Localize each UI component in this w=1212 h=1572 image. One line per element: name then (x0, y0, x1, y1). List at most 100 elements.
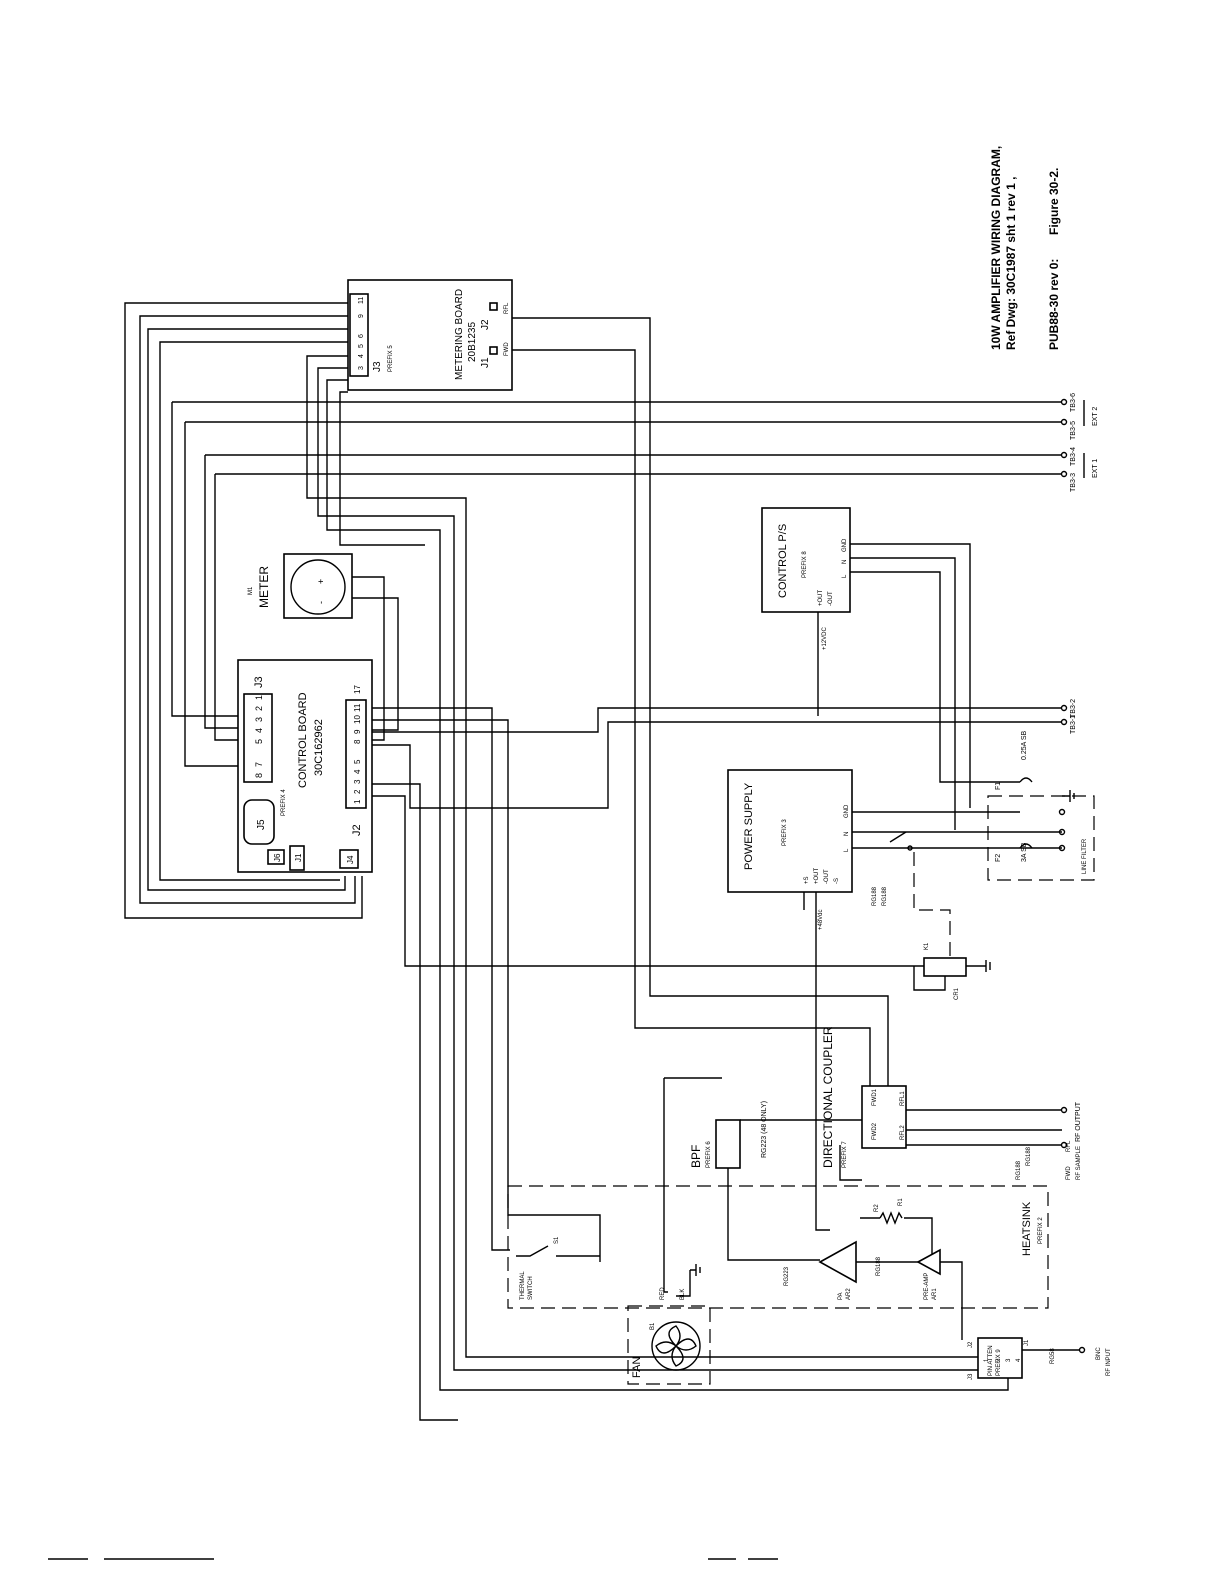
control-j5-connector (243, 799, 275, 845)
tb3-3-terminal (1060, 470, 1068, 478)
metering-pin-3: 3 (358, 366, 365, 370)
cb-j5-label: J5 (256, 819, 267, 830)
rf-sample-label: RF SAMPLE (1076, 1146, 1082, 1180)
heatsink-rg223: RG223 (784, 1266, 790, 1286)
pin-atten-j1: J1 (1024, 1339, 1030, 1346)
tb3-2-label: TB3-2 (1070, 699, 1077, 718)
fuse-f1-label: F1 (995, 782, 1002, 790)
fan-red-wire: RED (660, 1287, 666, 1300)
bpf: BPF PREFIX 6 (689, 1119, 741, 1169)
metering-fwd-terminal (489, 346, 498, 355)
control-j6-connector (267, 849, 285, 865)
cb-j3-label: J3 (253, 676, 265, 688)
control-ps-n: N (842, 560, 848, 564)
coupler-fwd1: FWD1 (872, 1088, 878, 1106)
pin-atten-bnc: BNC (1096, 1347, 1102, 1360)
cb-j2-pin-11: 11 (353, 703, 362, 712)
title-line-1: 10W AMPLIFIER WIRING DIAGRAM, (989, 146, 1003, 350)
cb-j3-pin-1: 1 (254, 695, 264, 700)
pin-atten-body (977, 1337, 1023, 1379)
pin-atten-pin-2: 2 (996, 1358, 1002, 1362)
rf-input-terminal (1078, 1346, 1086, 1354)
control-j1-connector (289, 845, 305, 871)
tb3-5-label: TB3-5 (1070, 421, 1077, 440)
metering-board-outline (347, 279, 513, 391)
cb-j3-pin-8: 8 (254, 773, 264, 778)
rfl-sample-label: RFL (1066, 1140, 1072, 1152)
rf-output-terminal (1060, 1106, 1068, 1114)
ext-2-label: EXT 2 (1092, 407, 1099, 426)
power-supply-l: L (844, 848, 850, 852)
tb3-3-label: TB3-3 (1070, 473, 1077, 492)
cb-j2-pin-1: 1 (353, 799, 362, 804)
bpf-prefix: PREFIX 6 (706, 1141, 712, 1168)
fan: FAN B1 (631, 1321, 701, 1378)
coupler-rg223-note: RG223 (48 ONLY) (761, 1101, 768, 1158)
preamp-ref: AR1 (932, 1288, 938, 1300)
metering-pin-5: 5 (358, 344, 365, 348)
pa-label: PA (838, 1292, 844, 1300)
cb-j2-pin-3: 3 (353, 779, 362, 784)
cb-j2-label: J2 (351, 824, 363, 836)
line-filter-terminal-l (1058, 844, 1066, 852)
cb-j6-label: J6 (273, 853, 282, 862)
cb-j2-pin-5: 5 (353, 759, 362, 764)
cb-j2-pin-10: 10 (353, 715, 362, 724)
cb-j2-pin-9: 9 (353, 729, 362, 734)
line-filter-label: LINE FILTER (1082, 838, 1088, 874)
metering-board-title: METERING BOARD (454, 289, 465, 380)
control-board-part: 30C162962 (313, 719, 325, 776)
tb3-6-terminal (1060, 398, 1068, 406)
power-supply-n: N (844, 832, 850, 836)
ext-terminals: TB3-6 TB3-5 TB3-4 TB3-3 TB3-2 TB3-1 EXT … (1060, 393, 1099, 734)
relay-cr1-label: CR1 (954, 987, 960, 1000)
control-ps-12v: +12VDC (822, 626, 828, 650)
fwd-sample-label: FWD (1066, 1166, 1072, 1180)
metering-pin-11: 11 (358, 297, 365, 304)
control-j4-connector (339, 849, 359, 869)
power-supply: POWER SUPPLY PREFIX 3 GND N L +S +OUT -O… (727, 769, 913, 930)
ext-1-label: EXT 1 (1092, 459, 1099, 478)
fan-ref: B1 (650, 1322, 656, 1330)
power-switch (889, 831, 907, 843)
relay-k1-label: K1 (924, 942, 930, 950)
pin-atten-prefix: PREFIX 9 (996, 1349, 1002, 1376)
metering-board-part: 20B1235 (467, 322, 478, 362)
cb-j3-pin-5: 5 (254, 739, 264, 744)
figure-label: Figure 30-2. (1047, 168, 1061, 235)
control-ps-out-minus: -OUT (828, 591, 834, 606)
pin-atten-j2: J2 (968, 1341, 974, 1348)
fuse-f2-symbol (1019, 843, 1033, 849)
ground-icon (1062, 790, 1075, 802)
resistor-r2: R2 (874, 1204, 880, 1212)
bpf-title: BPF (689, 1145, 703, 1168)
power-supply-outline (727, 769, 853, 893)
resistor-r1: R1 (898, 1198, 904, 1206)
relay-ground-icon (966, 960, 991, 972)
control-ps-title: CONTROL P/S (777, 524, 789, 598)
cb-j3-pin-7: 7 (254, 762, 264, 767)
metering-prefix: PREFIX 5 (388, 345, 394, 372)
coupler-rg188-b: RG188 (1016, 1160, 1022, 1180)
power-supply-prefix: PREFIX 3 (782, 819, 788, 846)
heatsink-title: HEATSINK (1021, 1201, 1033, 1256)
directional-coupler: FWD1 RFL1 FWD2 RFL2 DIRECTIONAL COUPLER … (761, 1026, 1082, 1180)
tb3-4-label: TB3-4 (1070, 447, 1077, 466)
thermal-label: THERMAL (520, 1271, 526, 1300)
coupler-rfl2: RFL2 (900, 1125, 906, 1140)
meter-plus: + (316, 579, 326, 584)
metering-j3-label: J3 (372, 361, 383, 372)
pin-atten-rg58: RG58 (1050, 1348, 1056, 1364)
power-supply-rg188-a: RG188 (872, 886, 878, 906)
coupler-rg188-a: RG188 (1026, 1146, 1032, 1166)
coupler-title: DIRECTIONAL COUPLER (821, 1026, 835, 1168)
meter-ref: M1 (248, 586, 254, 595)
cb-j3-pin-3: 3 (254, 717, 264, 722)
switch-contact (907, 845, 913, 851)
rf-output-label: RF OUTPUT (1075, 1101, 1082, 1142)
control-ps-l: L (842, 574, 848, 578)
tb3-1-terminal (1060, 718, 1068, 726)
coupler-rfl1: RFL1 (900, 1091, 906, 1106)
relay-k1: K1 CR1 (913, 942, 991, 1000)
